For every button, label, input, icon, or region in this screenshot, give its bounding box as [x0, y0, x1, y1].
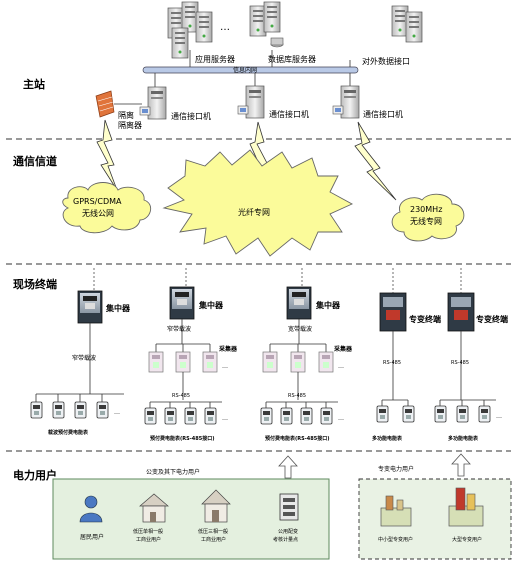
large-user-label: 大型专变用户	[452, 536, 482, 543]
lv-single-label-line2: 工商业用户	[136, 536, 161, 543]
special-terminal-2	[447, 292, 475, 332]
resident-label: 居民用户	[80, 533, 104, 541]
section-label-channel: 通信信道	[13, 154, 57, 168]
broadband-label: 宽带载波	[288, 325, 312, 333]
collector-1-label: 采集器	[219, 345, 238, 353]
collector-2-dots: …	[338, 363, 344, 370]
servers-ellipsis: …	[220, 22, 230, 33]
fiber-cloud: 光纤专网	[162, 149, 354, 257]
upload-arrow-icon	[278, 453, 471, 479]
radio-label-line2: 无线专网	[410, 216, 442, 226]
rs485-3-label: RS-485	[383, 360, 401, 366]
meter-group-2-label: 预付费电能表(RS-485接口)	[150, 435, 215, 442]
gprs-label-line1: GPRS/CDMA	[73, 197, 122, 206]
app-server-cluster	[167, 1, 213, 59]
public-users-title: 公变及其下电力用户	[146, 468, 200, 476]
comm-gateway-3	[332, 85, 360, 119]
meter-group-2-dots: …	[222, 415, 228, 422]
wireless-link-icons	[96, 119, 397, 201]
rs485-4-label: RS-485	[451, 360, 469, 366]
radio-cloud: 230MHz 无线专网	[391, 193, 465, 242]
meter-group-3-dots: …	[338, 415, 344, 422]
section-label-field-terminal: 现场终端	[13, 277, 57, 291]
concentrator-3-label: 集中器	[315, 300, 341, 310]
isolator-label: 隔离器	[118, 120, 142, 130]
gprs-cloud: GPRS/CDMA 无线公网	[62, 182, 152, 234]
meter-group-1-dots: …	[114, 409, 120, 416]
transformer-icon	[279, 493, 299, 521]
special-users-title: 专变电力用户	[378, 465, 414, 473]
concentrator-1-label: 集中器	[105, 303, 131, 313]
lv-three-label-line1: 低压三相一般	[198, 528, 228, 535]
public-tf-label-line1: 公用配变	[278, 528, 298, 535]
meter-group-5-dots: …	[496, 413, 502, 420]
meter-group-5-label: 多功能电能表	[448, 435, 479, 442]
narrowband-2-label: 窄带载波	[167, 325, 191, 333]
concentrator-1	[77, 290, 103, 324]
gprs-label-line2: 无线公网	[82, 208, 114, 218]
external-interface-server	[391, 5, 423, 43]
isolator-label-line1: 隔离	[118, 110, 134, 120]
firewall-icon	[95, 90, 115, 118]
collector-1-dots: …	[222, 363, 228, 370]
special-terminal-1	[379, 292, 407, 332]
concentrator-3	[286, 286, 312, 320]
tower-icon	[448, 487, 484, 527]
collector-2-label: 采集器	[334, 345, 353, 353]
radio-label-line1: 230MHz	[410, 205, 442, 214]
comm-gateway-1-label: 通信接口机	[171, 111, 211, 121]
collector-group-1	[148, 351, 218, 373]
meter-group-4-label: 多功能电能表	[372, 435, 403, 442]
public-tf-label-line2: 考核计量点	[273, 536, 298, 543]
comm-gateway-2-label: 通信接口机	[269, 109, 309, 119]
concentrator-2-label: 集中器	[198, 300, 224, 310]
comm-gateway-2	[237, 85, 265, 119]
db-server-cluster	[249, 1, 284, 48]
section-label-power-user: 电力用户	[13, 468, 57, 482]
lan-label: 信息内网	[233, 66, 257, 74]
comm-gateway-3-label: 通信接口机	[363, 109, 403, 119]
comm-gateway-1	[139, 86, 167, 120]
special-terminal-1-label: 专变终端	[409, 314, 441, 324]
lv-three-label-line2: 工商业用户	[201, 536, 226, 543]
section-label-main-station: 主站	[23, 77, 45, 91]
building-icon	[201, 489, 231, 523]
external-interface-label: 对外数据接口	[362, 56, 410, 66]
meter-group-3-label: 预付费电能表(RS-485接口)	[265, 435, 330, 442]
rs485-1-label: RS-485	[172, 393, 190, 399]
special-terminal-2-label: 专变终端	[476, 314, 508, 324]
fiber-label: 光纤专网	[238, 207, 270, 217]
concentrator-2	[169, 286, 195, 320]
narrowband-1-label: 窄带载波	[72, 354, 96, 362]
medium-small-label: 中小型专变用户	[378, 536, 413, 543]
collector-group-2	[262, 351, 334, 373]
lv-single-label-line1: 低压单相一般	[133, 528, 163, 535]
db-server-label: 数据库服务器	[268, 54, 316, 64]
app-server-label: 应用服务器	[195, 54, 235, 64]
resident-user-icon	[79, 495, 103, 523]
meter-group-1	[35, 394, 103, 402]
factory-icon	[380, 495, 412, 527]
lan-bar	[142, 66, 359, 74]
meter-group-1-label: 载波预付费电能表	[48, 429, 89, 436]
house-icon	[139, 493, 169, 523]
rs485-2-label: RS-485	[288, 393, 306, 399]
